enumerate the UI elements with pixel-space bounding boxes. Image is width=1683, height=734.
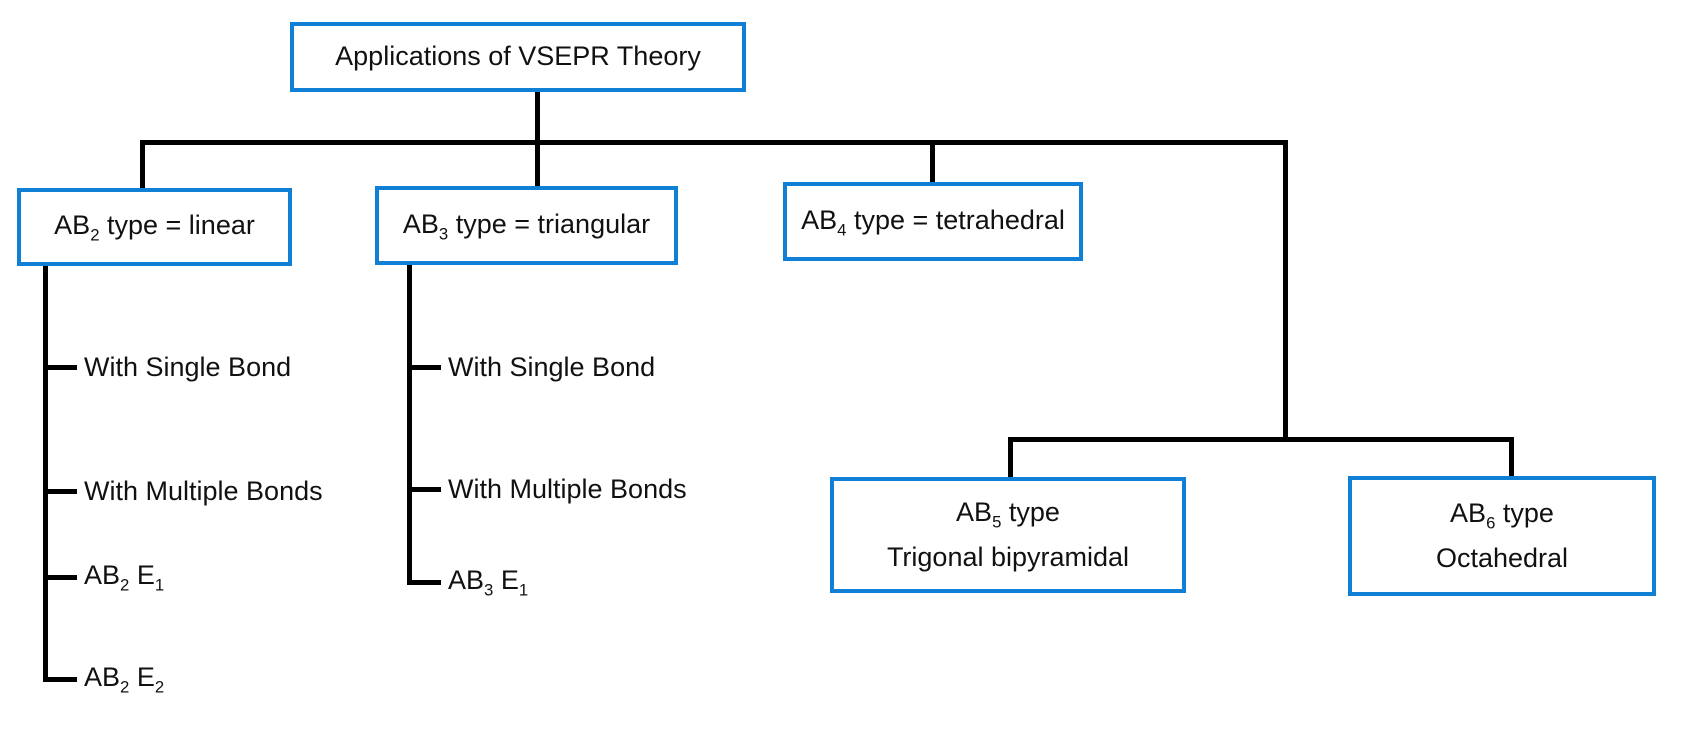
connector-ab3-tick-1 <box>407 365 441 370</box>
ab3-leaf-with-multiple-bonds: With Multiple Bonds <box>448 474 687 504</box>
connector-drop-ab2 <box>140 140 145 188</box>
connector-ab3-tick-2 <box>407 487 441 492</box>
connector-root-stem <box>535 92 540 143</box>
ab2-leaf-ab2e1: AB2 E1 <box>84 560 165 595</box>
box-ab6-label-line2: Octahedral <box>1435 542 1569 573</box>
connector-drop-ab4 <box>930 140 935 182</box>
connector-ab2-tick-3 <box>43 575 77 580</box>
box-ab4-label: AB4 type = tetrahedral <box>801 204 1065 240</box>
connector-ab2-tick-1 <box>43 365 77 370</box>
box-ab2-label: AB2 type = linear <box>54 210 255 245</box>
box-ab5-trigonal-bipyramidal: AB5 type Trigonal bipyramidal <box>830 477 1186 593</box>
box-ab5-label-line2: Trigonal bipyramidal <box>886 541 1130 572</box>
ab2-leaf-ab2e2: AB2 E2 <box>84 662 165 697</box>
connector-ab2-tick-4 <box>43 677 77 682</box>
box-ab3-triangular: AB3 type = triangular <box>375 186 678 265</box>
connector-drop-ab5 <box>1008 437 1013 477</box>
box-ab6-octahedral: AB6 type Octahedral <box>1348 476 1656 596</box>
box-ab6-label-line1: AB6 type <box>1450 497 1554 533</box>
connector-right-vertical <box>1283 140 1288 440</box>
connector-second-horizontal <box>1008 437 1514 442</box>
connector-drop-ab3 <box>535 140 540 186</box>
connector-ab3-vertical <box>407 265 412 585</box>
box-ab5-label-line1: AB5 type <box>956 496 1060 532</box>
box-ab2-linear: AB2 type = linear <box>17 188 292 266</box>
root-box-label: Applications of VSEPR Theory <box>335 41 701 72</box>
box-ab4-tetrahedral: AB4 type = tetrahedral <box>783 182 1083 261</box>
box-ab3-label: AB3 type = triangular <box>402 208 651 244</box>
connector-ab3-tick-3 <box>407 580 441 585</box>
connector-ab2-vertical <box>43 266 48 682</box>
connector-ab2-tick-2 <box>43 489 77 494</box>
connector-main-horizontal <box>140 140 1288 145</box>
ab3-leaf-with-single-bond: With Single Bond <box>448 352 656 382</box>
ab3-leaf-ab3e1: AB3 E1 <box>448 565 529 600</box>
ab2-leaf-with-multiple-bonds: With Multiple Bonds <box>84 476 323 506</box>
ab2-leaf-with-single-bond: With Single Bond <box>84 352 292 382</box>
root-box-applications-of-vsepr-theory: Applications of VSEPR Theory <box>290 22 746 92</box>
connector-drop-ab6 <box>1509 437 1514 476</box>
